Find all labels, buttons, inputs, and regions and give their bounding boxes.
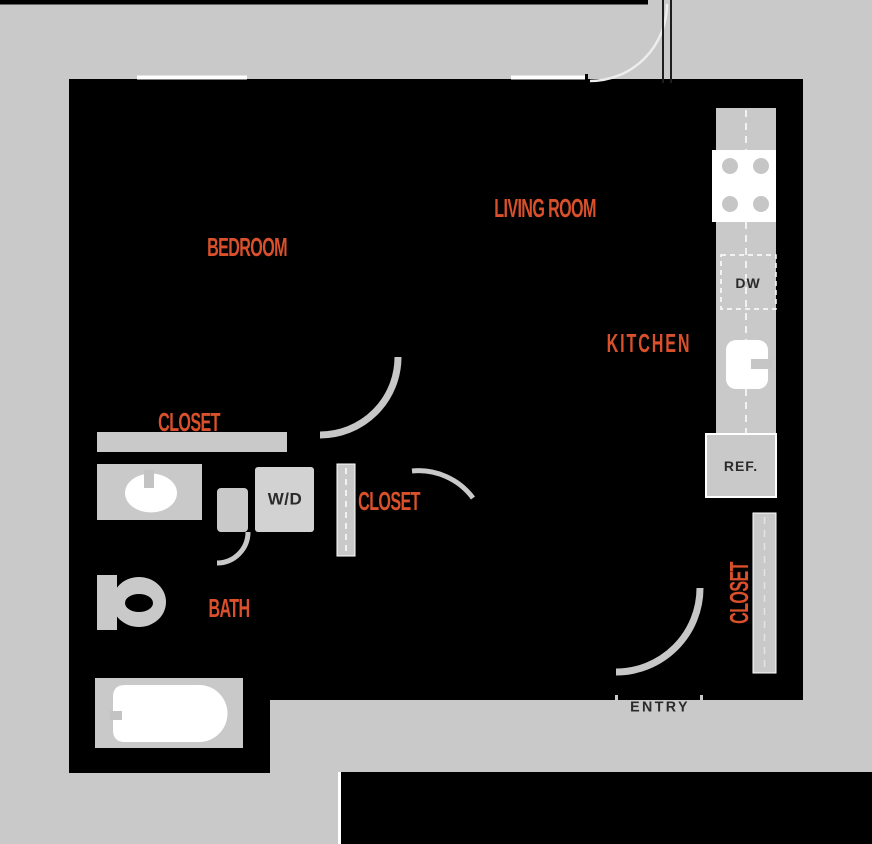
balcony-door-swing-arc [589, 3, 669, 83]
kitchen-faucet-icon [751, 359, 772, 369]
balcony-door-leaf [662, 0, 664, 83]
dishwasher-label: DW [735, 275, 761, 291]
toilet-bowl-opening [125, 594, 153, 612]
living-room-label: LIVING ROOM [494, 193, 596, 223]
bottom-wall-separator [338, 772, 341, 844]
hall-closet-sliding-door [336, 463, 356, 557]
burner-icon [722, 196, 738, 212]
toilet-tank [97, 575, 117, 630]
entry-closet-label: CLOSET [724, 562, 754, 624]
kitchen-label: KITCHEN [606, 328, 692, 358]
entry-door-swing-arc [615, 587, 704, 676]
balcony-door-leaf [670, 0, 672, 83]
vanity-sink-basin [125, 473, 177, 513]
bath-door-leaf [217, 488, 248, 532]
hall-closet-label: CLOSET [358, 486, 420, 516]
dishwasher-outline [720, 254, 777, 310]
refrigerator-label: REF. [723, 458, 759, 474]
entry-closet-sliding-door [752, 512, 777, 674]
refrigerator-box [705, 433, 777, 498]
washer-dryer-label: W/D [267, 489, 303, 509]
burner-icon [753, 158, 769, 174]
bath-door-swing-arc [216, 531, 251, 566]
bathtub-faucet-icon [110, 711, 122, 720]
bedroom-closet-label: CLOSET [158, 407, 220, 437]
window-icon [137, 75, 247, 80]
bath-label: BATH [208, 593, 250, 623]
bedroom-closet-shelf [97, 432, 287, 452]
burner-icon [722, 158, 738, 174]
burner-icon [753, 196, 769, 212]
balcony-door-jamb [585, 74, 588, 81]
entry-label: ENTRY [630, 698, 690, 716]
hall-closet-door-swing-arc [411, 468, 476, 500]
washer-dryer-box [255, 467, 314, 532]
top-neighbor-wall [0, 0, 648, 5]
entry-door-jamb [615, 695, 618, 700]
unit-footprint [69, 79, 803, 773]
vanity-faucet-icon [144, 470, 154, 488]
bedroom-door-swing-arc [319, 356, 402, 439]
bottom-neighbor-wall [341, 772, 872, 844]
kitchen-sink [726, 340, 768, 389]
bedroom-label: BEDROOM [207, 232, 287, 262]
bathtub-basin [113, 685, 228, 742]
entry-door-jamb [700, 695, 703, 700]
window-icon [511, 75, 587, 80]
